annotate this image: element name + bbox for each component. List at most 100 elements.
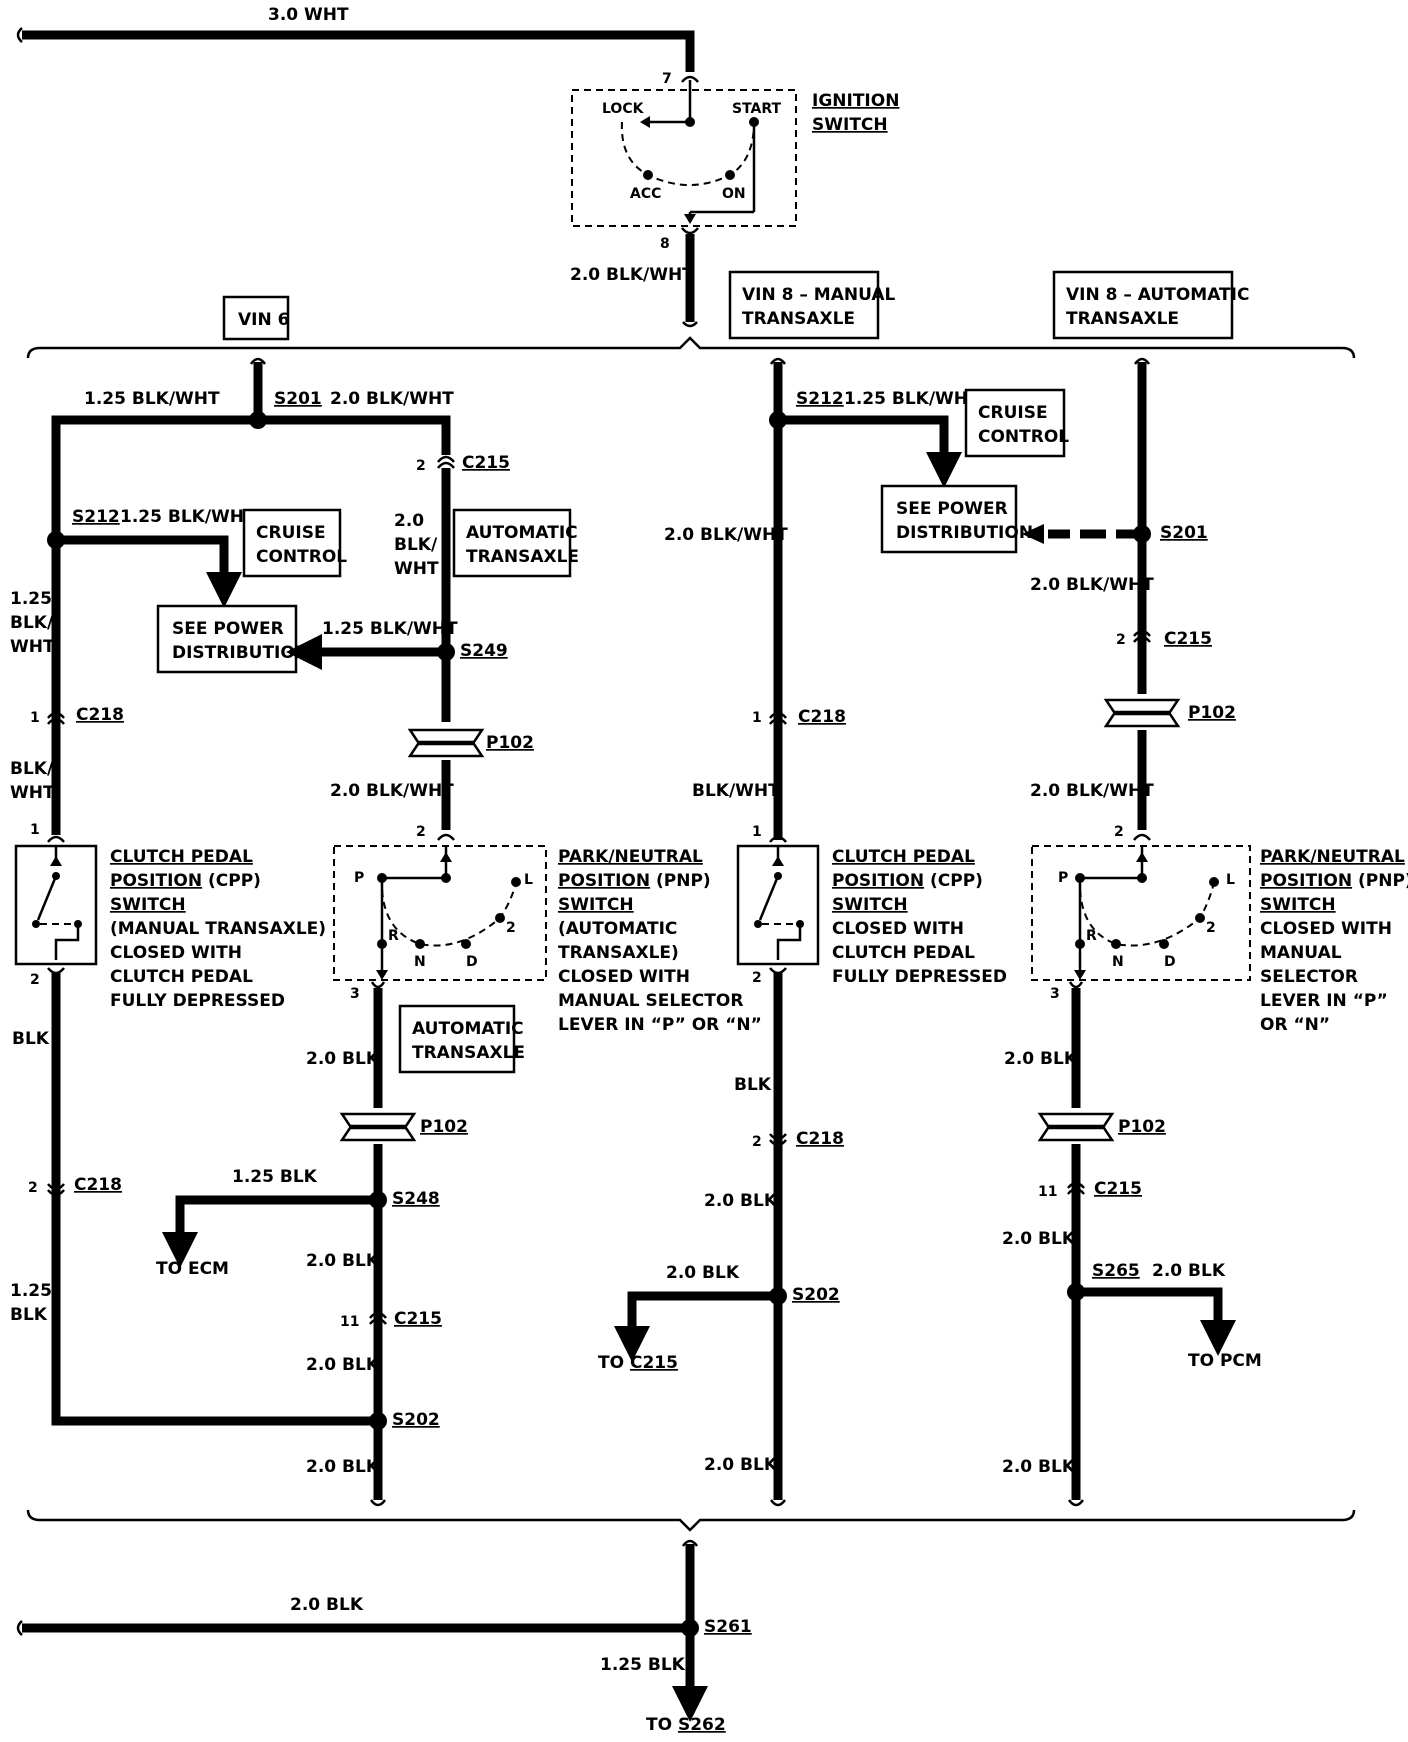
wire-label: 2.0 BLK [1002,1457,1076,1477]
wire-label: 2.0 BLK [306,1049,380,1069]
pnp-n-label: N [1112,954,1124,970]
wire-label: BLK [10,1305,48,1325]
pnp-title: POSITION (PNP) [558,871,711,891]
wire-label: BLK/ [394,535,438,555]
pnp-title: PARK/NEUTRAL [1260,847,1405,867]
vin8-manual-label: TRANSAXLE [742,309,855,329]
wire-label: 2.0 BLK [704,1191,778,1211]
pnp-desc: LEVER IN “P” [1260,991,1388,1011]
cruise-control-label: CONTROL [256,547,347,567]
wire-label: 1.25 BLK [232,1167,318,1187]
wire-label: 2.0 BLK [1152,1261,1226,1281]
pin-label: 3 [350,986,360,1002]
pnp-p-label: P [354,870,364,886]
wire-label: 2.0 BLK [306,1355,380,1375]
top-feed: 3.0 WHT [16,5,695,72]
pin-label: 2 [1114,824,1124,840]
pnp-l-label: L [1226,872,1235,888]
wire-label: 2.0 BLK [1002,1229,1076,1249]
wire-label: BLK/ [10,759,54,779]
cruise-control-label: CRUISE [978,403,1048,423]
cpp-title: POSITION (CPP) [110,871,261,891]
automatic-transaxle-label: TRANSAXLE [412,1043,525,1063]
wire-label: 1.25 [10,589,52,609]
splice-label: S202 [792,1285,840,1305]
to-c215-label: TO C215 [598,1353,678,1373]
pin-label: 7 [662,71,672,87]
wire-label: BLK [12,1029,50,1049]
see-power-dist-label: SEE POWER [896,499,1008,519]
connector-label: P102 [420,1117,468,1137]
wire-label: 1.25 BLK [600,1655,686,1675]
wire-label: 2.0 BLK [1004,1049,1078,1069]
wire-label: 1.25 BLK/WHT [84,389,220,409]
pin-label: 1 [30,710,40,726]
to-pcm-label: TO PCM [1188,1351,1262,1371]
cruise-control-label: CRUISE [256,523,326,543]
pnp-2-label: 2 [1206,920,1216,936]
ignition-title: IGNITION [812,91,899,111]
wire-label: 1.25 BLK/WHT [322,619,458,639]
see-power-dist-label: DISTRIBUTION [896,523,1033,543]
splice-label: S265 [1092,1261,1140,1281]
cpp-desc: FULLY DEPRESSED [832,967,1007,987]
wire-label: 2.0 BLK [704,1455,778,1475]
wire-label: 2.0 BLK/WHT [330,389,454,409]
vin6-right-column: 2 C215 2.0 BLK/ WHT AUTOMATIC TRANSAXLE … [156,453,762,1507]
wire-label: 2.0 BLK [306,1457,380,1477]
splice-label: S212 [796,389,844,409]
cpp-desc: CLOSED WITH [110,943,242,963]
lock-label: LOCK [602,101,645,117]
pin-label: 11 [340,1314,359,1330]
cpp-title: SWITCH [110,895,186,915]
vin8-auto-label: TRANSAXLE [1066,309,1179,329]
pnp-desc: OR “N” [1260,1015,1330,1035]
pnp-desc: MANUAL SELECTOR [558,991,743,1011]
wire-label: 2.0 BLK [290,1595,364,1615]
cpp-title: SWITCH [832,895,908,915]
pin-label: 2 [1116,632,1126,648]
wire-label: BLK/ [10,613,54,633]
cpp-title: CLUTCH PEDAL [110,847,253,867]
pin-label: 11 [1038,1184,1057,1200]
pnp-desc: CLOSED WITH [558,967,690,987]
see-power-dist-label: DISTRIBUTION [172,643,309,663]
wire-label: 2.0 BLK [306,1251,380,1271]
wire-label: 2.0 BLK/WHT [664,525,788,545]
vin8-automatic-column: S201 2.0 BLK/WHT 2 C215 P102 2.0 BLK/WHT… [1002,357,1408,1507]
cpp-desc: CLUTCH PEDAL [832,943,975,963]
connector-label: P102 [1188,703,1236,723]
wire-label: 2.0 BLK/WHT [570,265,694,285]
pin-label: 2 [28,1180,38,1196]
wire-label: 1.25 [10,1281,52,1301]
connector-label: C215 [1094,1179,1142,1199]
pnp-n-label: N [414,954,426,970]
vin6-left-column: 1.25 BLK/WHT S201 2.0 BLK/WHT S212 1.25 … [10,357,454,1426]
pin-label: 2 [752,1134,762,1150]
pnp-2-label: 2 [506,920,516,936]
pnp-desc: CLOSED WITH [1260,919,1392,939]
pin-label: 2 [30,972,40,988]
pin-label: 2 [752,970,762,986]
wire-label: 3.0 WHT [268,5,349,25]
automatic-transaxle-label: AUTOMATIC [466,523,578,543]
ignition-title: SWITCH [812,115,888,135]
wire-label: BLK [734,1075,772,1095]
wire-label: 2.0 [394,511,424,531]
cpp-desc: FULLY DEPRESSED [110,991,285,1011]
connector-label: C215 [1164,629,1212,649]
splice-label: S202 [392,1410,440,1430]
vin8-auto-label: VIN 8 – AUTOMATIC [1066,285,1249,305]
pnp-desc: SELECTOR [1260,967,1358,987]
cpp-title: CLUTCH PEDAL [832,847,975,867]
pnp-r-label: R [388,928,399,944]
pin-label: 2 [416,458,426,474]
pnp-d-label: D [1164,954,1176,970]
splice-label: S201 [274,389,322,409]
pnp-r-label: R [1086,928,1097,944]
splice-label: S212 [72,507,120,527]
vin8-manual-column: S212 1.25 BLK/WHT CRUISE CONTROL SEE POW… [598,357,1069,1507]
pin-label: 1 [752,710,762,726]
wire-label: 1.25 BLK/WHT [844,389,980,409]
vin8-manual-label: VIN 8 – MANUAL [742,285,896,305]
